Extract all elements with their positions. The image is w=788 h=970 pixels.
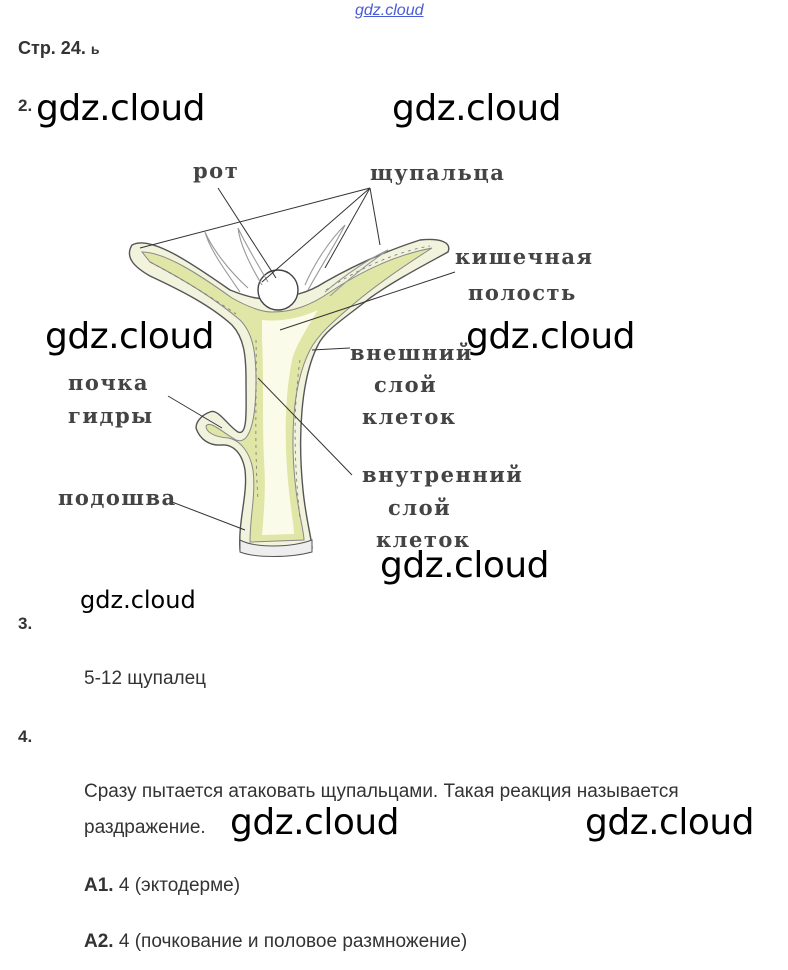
label-bud-1: почка bbox=[68, 370, 149, 395]
answer-a1-label: А1. bbox=[84, 875, 114, 896]
label-inner-2: слой bbox=[388, 495, 451, 520]
label-cavity-1: кишечная bbox=[455, 244, 594, 269]
answer-a1: А1. 4 (эктодерме) bbox=[84, 868, 240, 904]
label-outer-1: внешний bbox=[350, 340, 473, 365]
answer-a2-text: 4 (почкование и половое размножение) bbox=[114, 931, 468, 952]
label-outer-2: слой bbox=[374, 372, 437, 397]
task-3-number: 3. bbox=[18, 614, 32, 634]
answer-a1-text: 4 (эктодерме) bbox=[114, 875, 241, 896]
answer-a2-label: А2. bbox=[84, 931, 114, 952]
watermark: gdz.cloud bbox=[380, 545, 549, 586]
watermark: gdz.cloud bbox=[80, 586, 196, 614]
task-4-answer-line-1: Сразу пытается атаковать щупальцами. Так… bbox=[84, 774, 679, 810]
task-4-number: 4. bbox=[18, 727, 32, 747]
label-mouth: рот bbox=[193, 158, 239, 183]
watermark: gdz.cloud bbox=[392, 88, 561, 129]
label-inner-1: внутренний bbox=[362, 462, 523, 487]
label-outer-3: клеток bbox=[362, 404, 457, 429]
answer-a2: А2. 4 (почкование и половое размножение) bbox=[84, 924, 467, 960]
label-tentacles: щупальца bbox=[370, 160, 505, 185]
label-cavity-2: полость bbox=[468, 280, 577, 305]
label-bud-2: гидры bbox=[68, 403, 154, 428]
label-sole: подошва bbox=[58, 485, 177, 510]
task-4-answer-line-2: раздражение. bbox=[84, 810, 206, 846]
watermark: gdz.cloud bbox=[36, 88, 205, 129]
watermark: gdz.cloud bbox=[466, 316, 635, 357]
watermark: gdz.cloud bbox=[45, 316, 214, 357]
task-3-answer: 5-12 щупалец bbox=[84, 661, 206, 697]
